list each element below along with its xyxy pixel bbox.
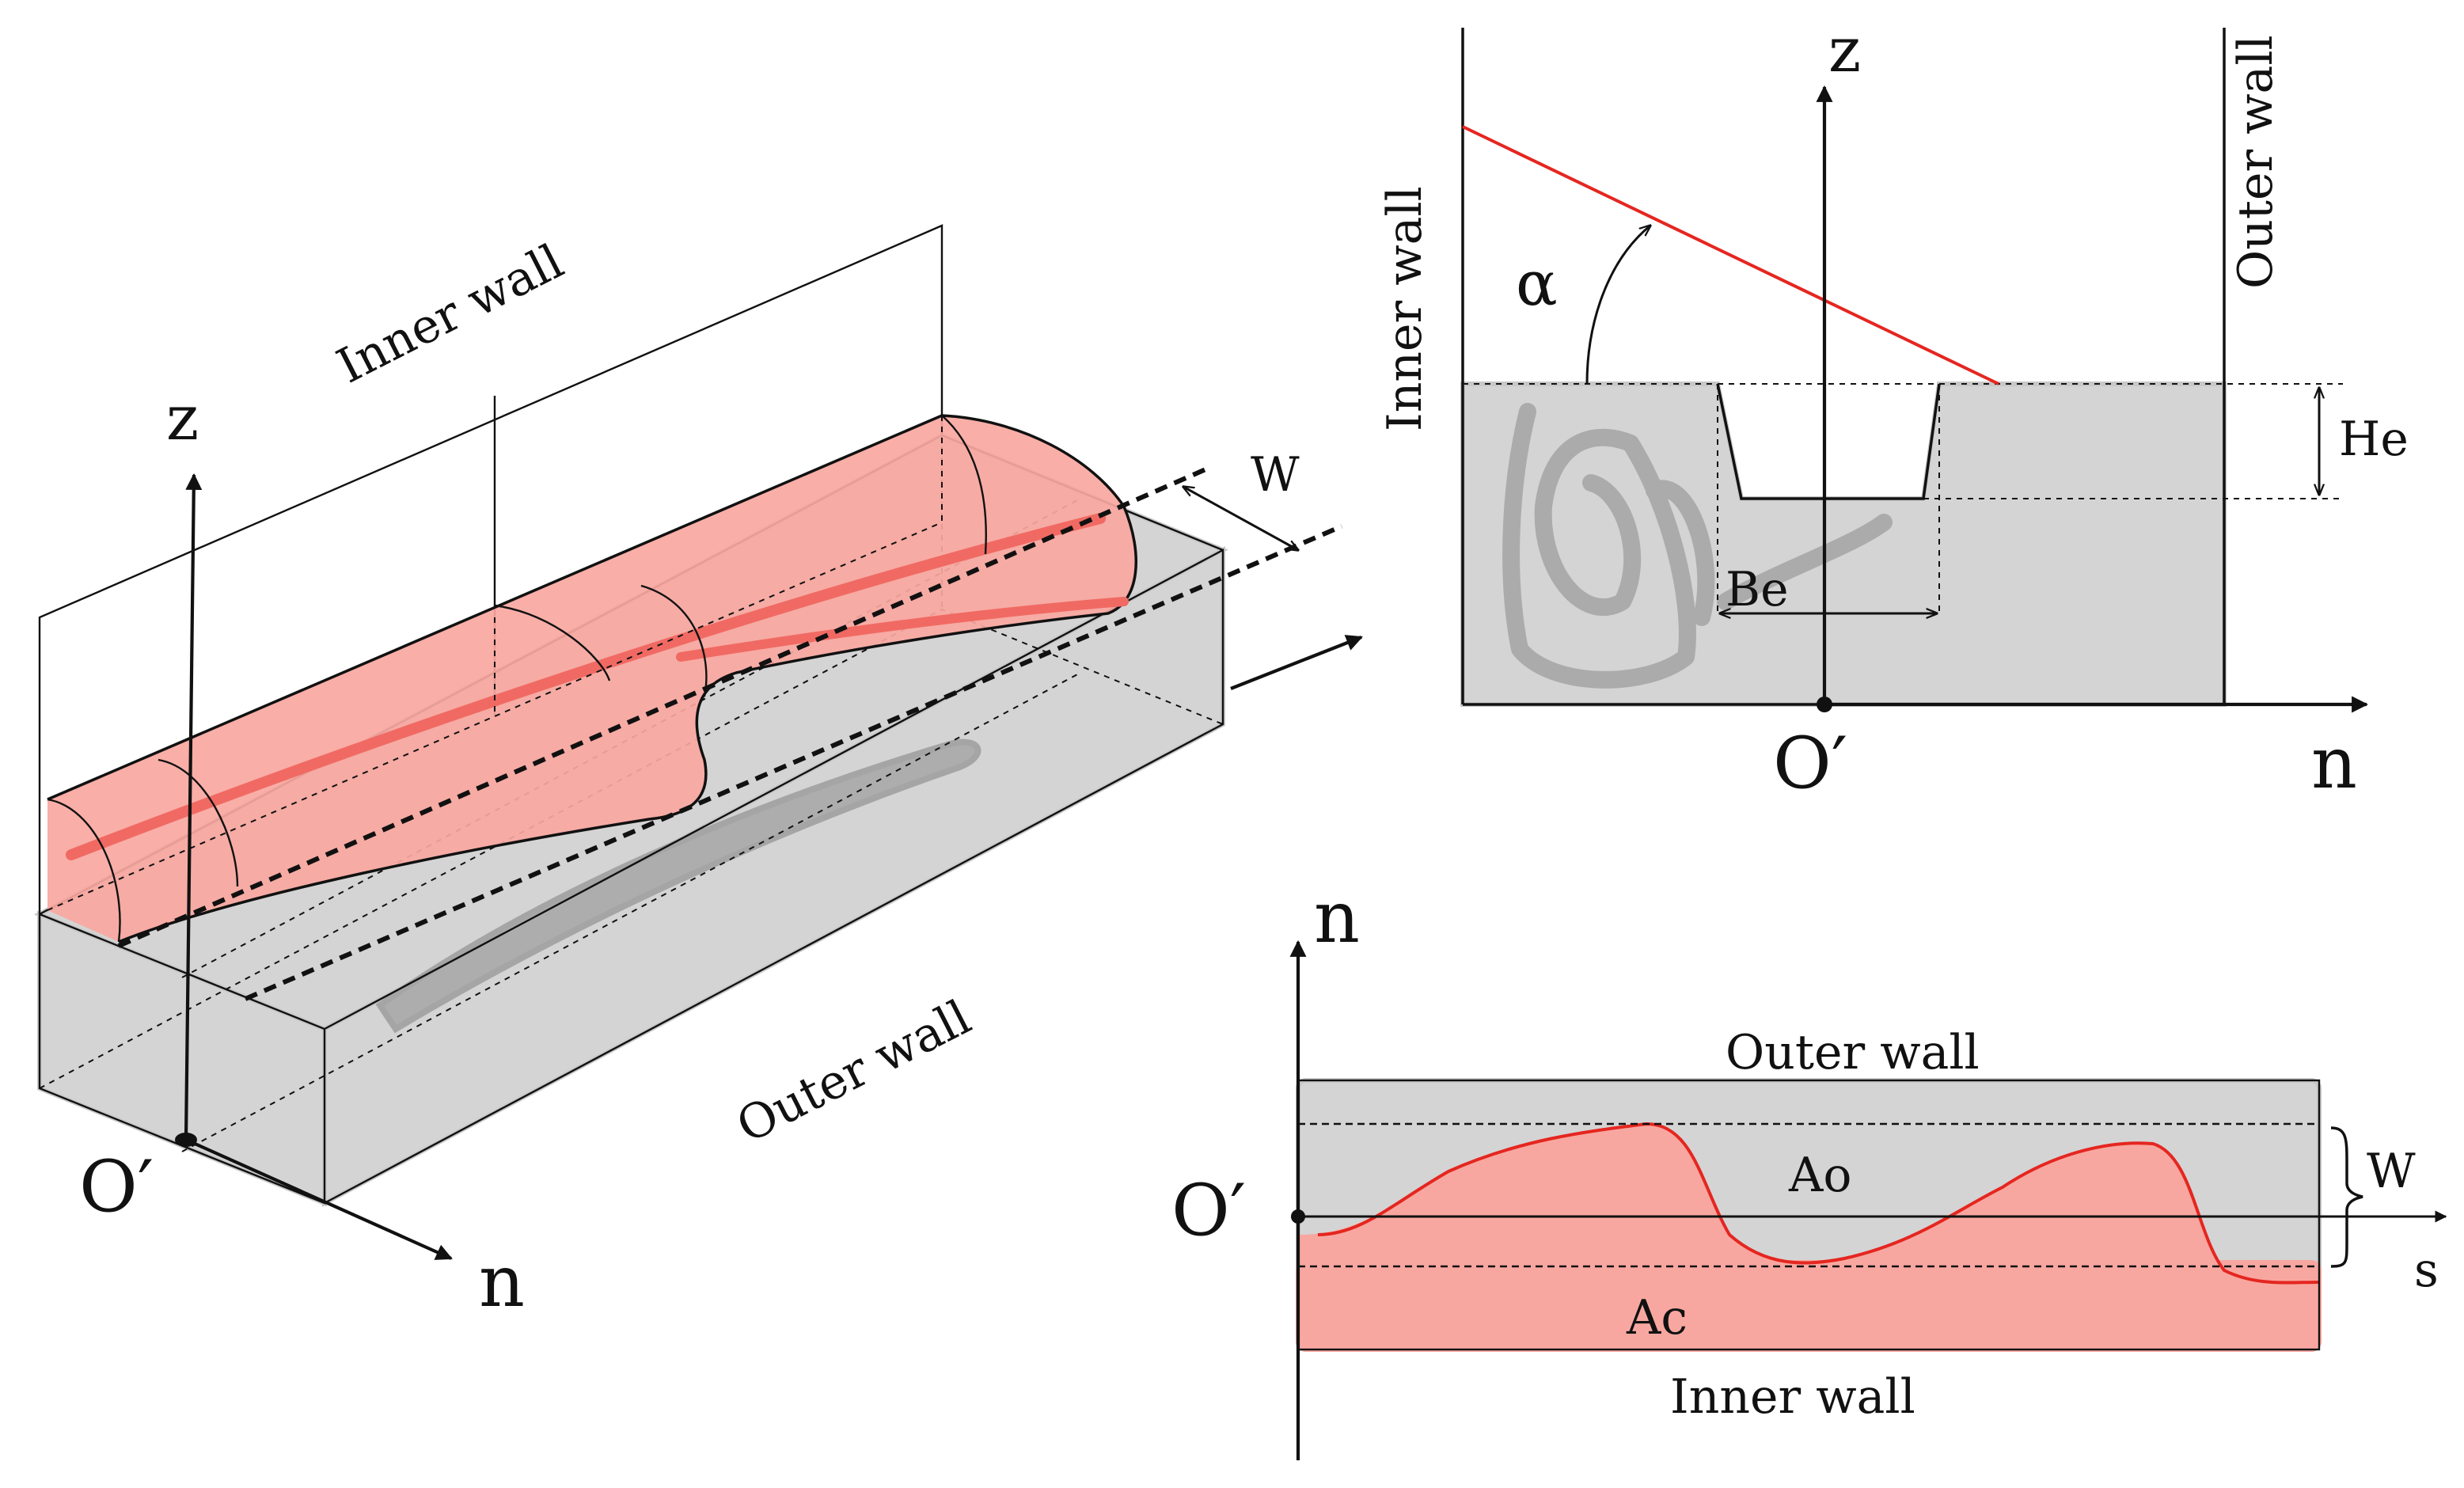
origin-label: O′ <box>1171 1169 1246 1252</box>
origin-label: O′ <box>79 1145 154 1228</box>
z-axis <box>184 473 203 1141</box>
perspective-view: W z n O′ Inner wall Outer wall <box>33 224 1363 1323</box>
w-strip-line-upper <box>117 465 1213 948</box>
origin-label: O′ <box>1773 722 1847 805</box>
origin-point <box>175 1133 197 1147</box>
outer-wall-label: Outer wall <box>1726 1025 1980 1080</box>
outer-wall-label: Outer wall <box>2228 35 2284 289</box>
origin-point <box>1291 1209 1305 1224</box>
n-axis-label: n <box>2311 722 2357 805</box>
inner-wall-label: Inner wall <box>328 233 572 394</box>
n-axis-label: n <box>1314 876 1360 959</box>
plan-view: W n s O′ Ao Ac Outer wall Inner wall <box>1171 876 2447 1460</box>
bed-scribble <box>1502 403 1893 689</box>
alpha-arc <box>1585 226 1650 385</box>
he-label: He <box>2339 412 2409 467</box>
deposit-toe-streak <box>676 597 1129 662</box>
s-direction-arrow <box>1230 635 1363 690</box>
w-dimension-arrow <box>1183 487 1298 550</box>
deposit-section-curves <box>47 415 987 943</box>
deposit-boundary <box>1317 1122 2320 1285</box>
n-axis-label: n <box>479 1240 525 1323</box>
inner-zone <box>1296 1260 2322 1352</box>
w-strip-line-lower <box>244 524 1343 1001</box>
deposit-footprint <box>1298 1124 2319 1283</box>
n-axis <box>185 1138 453 1260</box>
scour-streak <box>375 738 981 1034</box>
inner-wall-label: Inner wall <box>1377 186 1433 431</box>
w-brace <box>2330 1126 2363 1268</box>
ac-label: Ac <box>1626 1290 1688 1346</box>
inner-wall-label: Inner wall <box>1670 1369 1915 1425</box>
alpha-label: α <box>1516 249 1558 320</box>
origin-point <box>1817 697 1832 712</box>
be-label: Be <box>1726 562 1789 617</box>
w-label: W <box>2367 1144 2416 1199</box>
z-axis-label: z <box>1828 15 1861 86</box>
slope-line <box>1462 125 1999 385</box>
ao-label: Ao <box>1788 1148 1851 1203</box>
deposit-hidden-lines <box>47 416 943 911</box>
z-axis-label: z <box>166 383 199 454</box>
outer-wall-label: Outer wall <box>728 989 980 1154</box>
cross-section-view: α He Be z n O′ Inner wall Outer wall <box>1377 15 2409 805</box>
w-label: W <box>1251 447 1300 503</box>
s-axis-label: s <box>2414 1243 2439 1298</box>
deposit-body <box>47 416 1137 942</box>
